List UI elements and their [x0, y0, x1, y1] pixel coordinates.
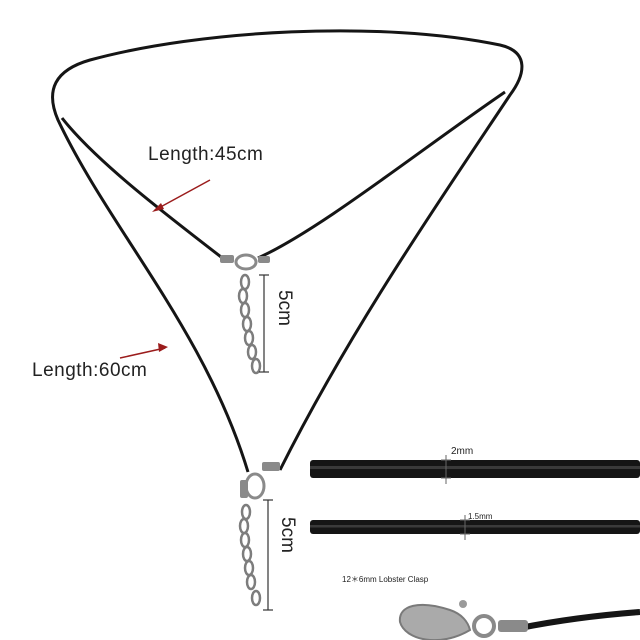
ext-top-marker [259, 274, 269, 373]
cord-45cm [60, 90, 506, 262]
ext-top-label: 5cm [274, 290, 295, 326]
lobster-clasp-detail [398, 600, 640, 640]
width-2mm-label: 2mm [451, 446, 474, 457]
length-45cm-label: Length:45cm [148, 144, 264, 165]
pointer-arrow-60cm [119, 343, 168, 359]
ext-bottom-marker [263, 499, 273, 611]
cord-detail-1.5mm [310, 515, 640, 540]
length-60cm-label: Length:60cm [32, 360, 148, 381]
bottom-extension-chain [238, 503, 262, 607]
bottom-clasp [240, 462, 280, 500]
top-extension-chain [237, 273, 262, 375]
ext-bottom-label: 5cm [277, 517, 298, 553]
top-clasp [220, 253, 270, 271]
pointer-arrow-45cm [152, 179, 211, 212]
cord-detail-2mm [310, 455, 640, 484]
width-1.5mm-label: 1.5mm [468, 512, 493, 521]
clasp-label: 12＊6mm Lobster Clasp [342, 575, 429, 584]
cord-60cm [51, 29, 524, 473]
